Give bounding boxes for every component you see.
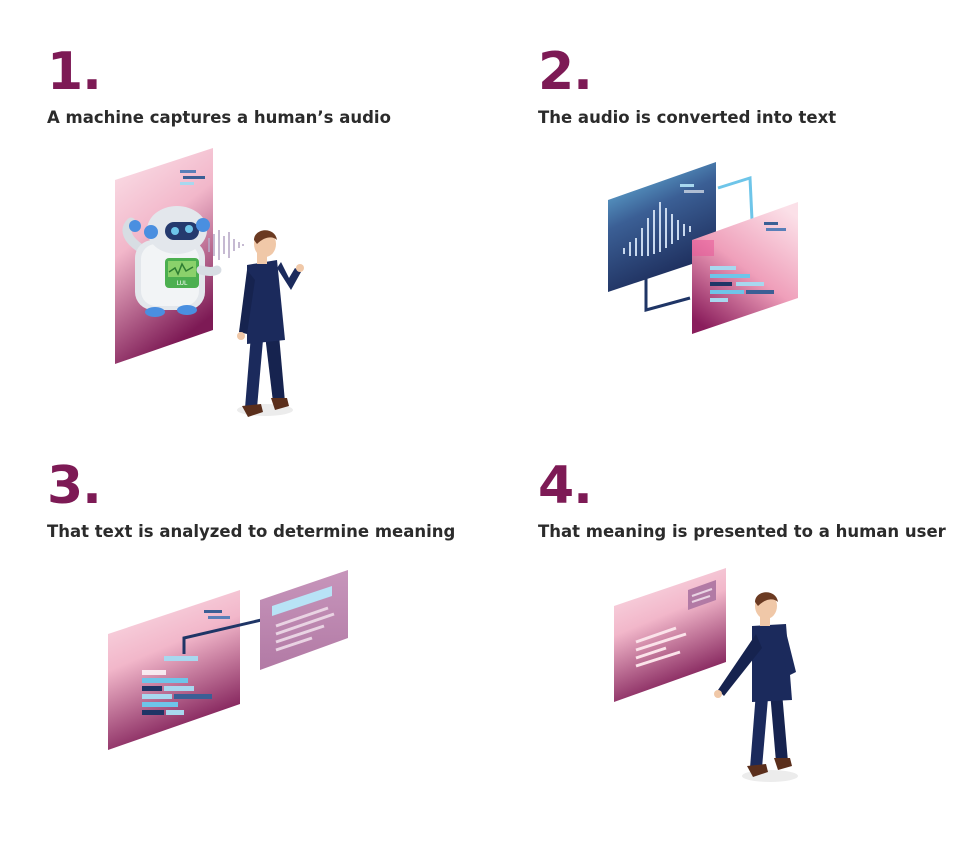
text-lines [142,656,212,715]
panel-code-lines [204,610,230,619]
step-number: 4. [538,456,593,516]
waveform-icon [623,202,691,256]
step-caption: The audio is converted into text [538,108,837,127]
sound-wave-icon [208,230,244,260]
text-lines [710,222,786,302]
panel-code-lines [180,170,205,185]
step-caption: A machine captures a human’s audio [47,108,391,127]
step-caption: That text is analyzed to determine meani… [47,522,456,541]
step-caption: That meaning is presented to a human use… [538,522,946,541]
human-user-icon [714,592,798,782]
step-number: 2. [538,42,593,102]
text-analysis-illustration [100,566,360,756]
robot-listening-illustration: LUL [105,140,325,430]
meaning-lines [275,606,335,652]
human-user-icon [237,230,304,417]
step-number: 1. [47,42,102,102]
meaning-lines [635,626,687,668]
step-number: 3. [47,456,102,516]
meaning-presented-illustration [610,562,810,792]
robot-icon: LUL [122,206,222,317]
audio-to-text-illustration [600,158,810,338]
panel-code-lines [680,184,704,193]
robot-badge-label: LUL [177,280,188,287]
